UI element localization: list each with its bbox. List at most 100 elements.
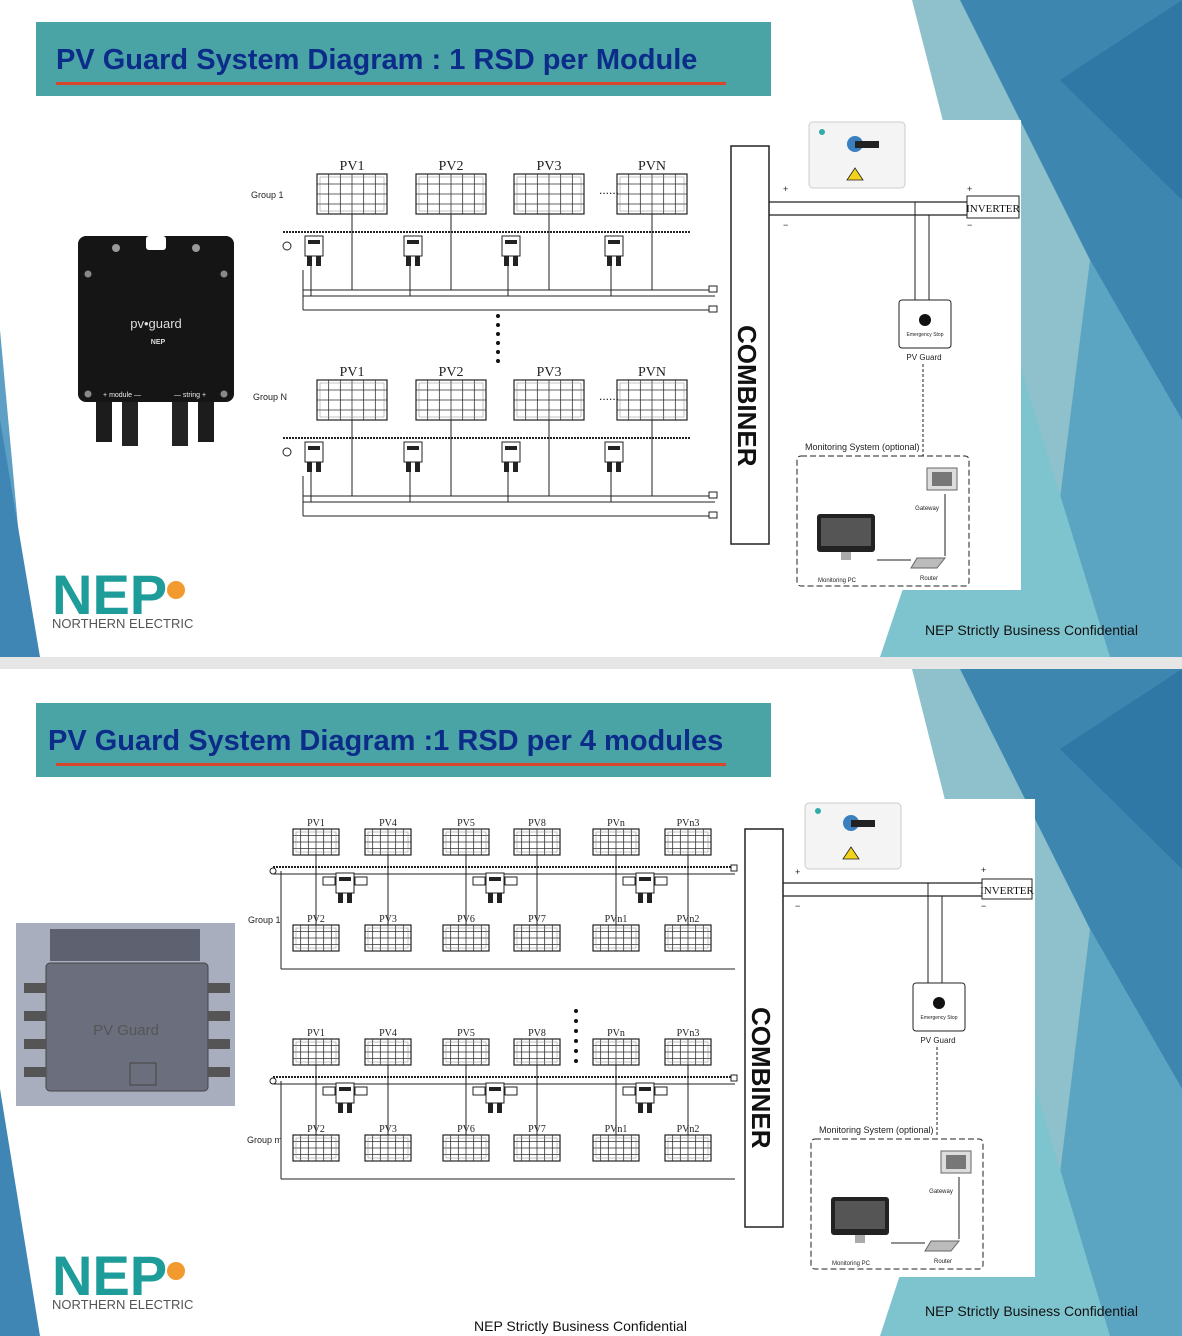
monitoring-box [796, 455, 970, 587]
device-brand: NEP [151, 339, 166, 346]
router-label: Router [920, 576, 938, 582]
module-label: PV3 [537, 159, 562, 174]
logo-text: NEP [52, 1247, 167, 1297]
nep-logo: NEP NORTHERN ELECTRIC [52, 1244, 212, 1317]
router-icon [910, 557, 947, 569]
combiner-box [730, 145, 770, 545]
rsd-unit-icon [335, 872, 355, 903]
monitoring-title: Monitoring System (optional) [819, 1125, 934, 1135]
slide-2: PV Guard System Diagram :1 RSD per 4 mod… [0, 669, 1182, 1336]
rsd-unit-icon [335, 1082, 355, 1113]
solar-panel-icon [415, 173, 487, 215]
solar-panel-icon [292, 924, 340, 952]
solar-panel-icon [442, 828, 490, 856]
title-bar: PV Guard System Diagram :1 RSD per 4 mod… [36, 703, 771, 777]
module-label: PV7 [528, 1124, 546, 1135]
module-label: PV1 [340, 365, 365, 380]
continuation-dots [574, 1009, 578, 1063]
rsd-unit-icon [501, 235, 521, 266]
footer-confidential: NEP Strictly Business Confidential [925, 1303, 1138, 1319]
title-underline [56, 82, 726, 85]
solar-panel-icon [513, 828, 561, 856]
solar-panel-icon [442, 924, 490, 952]
solar-panel-icon [513, 1134, 561, 1162]
slide-title: PV Guard System Diagram :1 RSD per 4 mod… [48, 725, 724, 757]
solar-panel-icon [316, 379, 388, 421]
module-label: PV2 [307, 914, 325, 925]
module-label: PVN [638, 159, 666, 174]
module-label: PVN [638, 365, 666, 380]
router-icon [924, 1240, 961, 1252]
solar-panel-icon [292, 828, 340, 856]
svg-text:+: + [967, 184, 972, 194]
solar-panel-icon [513, 379, 585, 421]
pv-guard-device: pv•guard NEP + module — — string + [78, 236, 234, 446]
pv-guard-label: PV Guard [906, 353, 941, 362]
solar-panel-icon [364, 924, 412, 952]
dc-switch [804, 802, 902, 870]
module-label: PV5 [457, 818, 475, 829]
module-label: PV7 [528, 914, 546, 925]
combiner-label: COMBINER [746, 1007, 776, 1149]
module-label: PV6 [457, 1124, 475, 1135]
string-group-1: ...... [282, 173, 718, 313]
device-port-module: + module — [103, 392, 141, 399]
string-group-n: ...... [282, 379, 718, 519]
rsd-unit-icon [485, 1082, 505, 1113]
ellipsis-text: ...... [599, 389, 619, 403]
title-underline [56, 763, 726, 766]
module-label: PV5 [457, 1028, 475, 1039]
solar-panel-icon [664, 1134, 712, 1162]
svg-text:+: + [981, 865, 986, 875]
group-label: Group m [247, 1135, 282, 1145]
inverter-label: INVERTER [966, 203, 1020, 215]
svg-text:−: − [795, 901, 800, 911]
dc-switch [808, 121, 906, 189]
wiring-diagram: Group 1 PV1 PV2 PV3 PVN ...... Group N P… [251, 121, 1021, 587]
solar-panel-icon [292, 1038, 340, 1066]
module-label: PVn3 [677, 818, 700, 829]
pv-guard-4-device: PV Guard [16, 923, 235, 1106]
combiner-box [744, 828, 784, 1228]
module-label: PV4 [379, 1028, 397, 1039]
module-label: PVn [607, 818, 625, 829]
monitoring-box [810, 1138, 984, 1270]
module-label: PV6 [457, 914, 475, 925]
gateway-icon [926, 467, 958, 491]
solar-panel-icon [415, 379, 487, 421]
rsd-unit-icon [604, 235, 624, 266]
solar-panel-icon [364, 1134, 412, 1162]
logo-caption: NORTHERN ELECTRIC [52, 616, 194, 631]
module-label: PV2 [307, 1124, 325, 1135]
gateway-label: Gateway [915, 506, 939, 512]
rsd-unit-icon [304, 235, 324, 266]
combiner-label: COMBINER [732, 325, 762, 467]
solar-panel-icon [513, 173, 585, 215]
solar-panel-icon [442, 1038, 490, 1066]
solar-panel-icon [592, 1038, 640, 1066]
module-label: PVn3 [677, 1028, 700, 1039]
solar-panel-icon [442, 1134, 490, 1162]
ellipsis-text: ...... [599, 183, 619, 197]
module-label: PV8 [528, 818, 546, 829]
module-label: PVn2 [677, 1124, 700, 1135]
logo-caption: NORTHERN ELECTRIC [52, 1297, 194, 1312]
module-label: PV3 [379, 914, 397, 925]
module-label: PVn1 [605, 914, 628, 925]
module-label: PV8 [528, 1028, 546, 1039]
group-label: Group 1 [251, 190, 284, 200]
solar-panel-icon [592, 828, 640, 856]
solar-panel-icon [364, 1038, 412, 1066]
router-label: Router [934, 1259, 952, 1265]
footer-confidential: NEP Strictly Business Confidential [925, 622, 1138, 638]
rsd-unit-icon [635, 872, 655, 903]
gateway-label: Gateway [929, 1189, 953, 1195]
module-label: PV3 [537, 365, 562, 380]
diagram-panel: Group 1 PV1 PV2 PV3 PVN ...... Group N P… [245, 120, 1021, 590]
device-port-string: — string + [174, 392, 206, 399]
module-row: PV1 PV2 PV3 PVN [340, 159, 666, 174]
svg-text:−: − [967, 220, 972, 230]
